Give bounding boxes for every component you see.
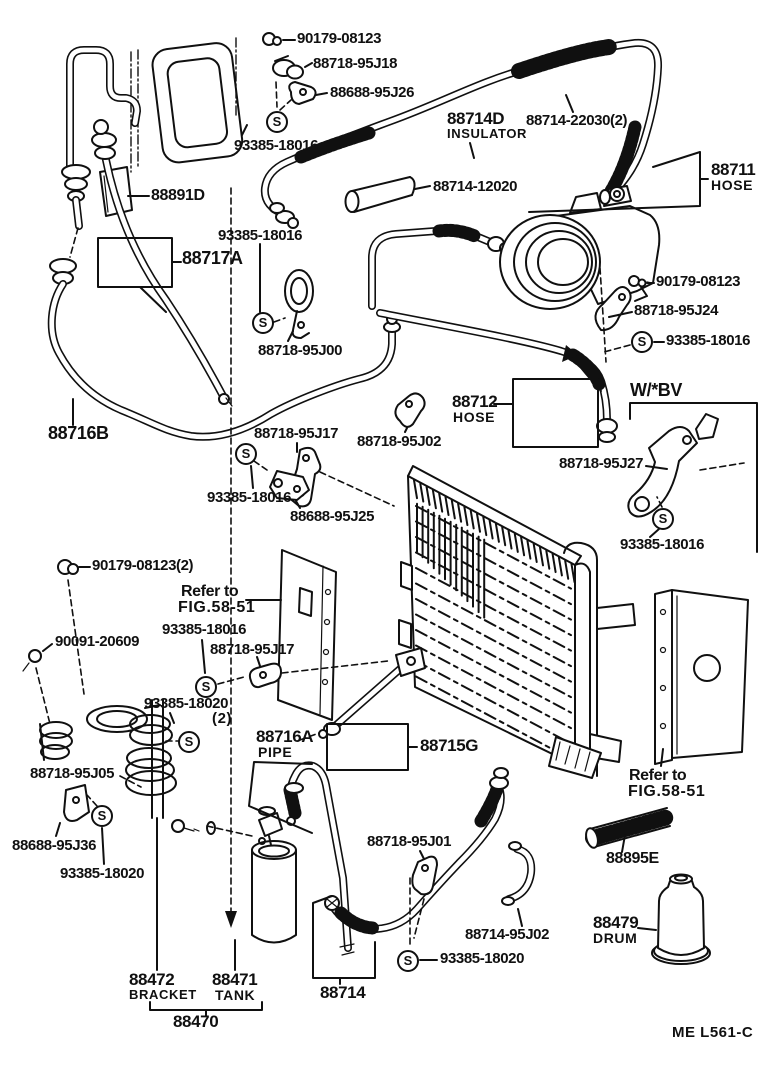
part-label-88688-95j26: 88688-95J26 xyxy=(330,84,415,101)
part-label-90091-20609: 90091-20609 xyxy=(55,633,140,650)
part-label-88714-95j02: 88714-95J02 xyxy=(465,926,550,943)
bracket-88688-95j25 xyxy=(269,470,310,501)
screw-symbol-icon: S xyxy=(178,731,200,753)
screw-symbol-icon: S xyxy=(397,950,419,972)
part-label-88714: 88714 xyxy=(320,983,366,1002)
screw-symbol-icon: S xyxy=(91,805,113,827)
part-label-88718-95j24: 88718-95J24 xyxy=(634,302,719,319)
pipe-88717a xyxy=(91,119,233,407)
bracket-88718-95j24 xyxy=(594,286,632,332)
hose-88716b xyxy=(47,280,401,441)
part-label-88714-22030-2-: 88714-22030(2) xyxy=(526,112,628,129)
hose-88711 xyxy=(260,38,663,229)
screw-symbol-icon: S xyxy=(631,331,653,353)
part-label-90179-08123: 90179-08123 xyxy=(297,30,382,47)
bracket-88718-95j27 xyxy=(627,413,719,518)
clamp-88718-95j01 xyxy=(411,855,438,896)
hose-88712 xyxy=(376,309,618,443)
tube-88714-12020 xyxy=(344,176,416,213)
part-label-88688-95j36: 88688-95J36 xyxy=(12,837,97,854)
part-label-88718-95j18: 88718-95J18 xyxy=(313,55,398,72)
callout-boxes xyxy=(97,151,758,979)
hose-88714 xyxy=(324,767,509,935)
screw-symbol-icon: S xyxy=(252,312,274,334)
clamp-88718-95j00 xyxy=(284,269,314,339)
part-label-93385-18016: 93385-18016 xyxy=(234,137,319,154)
duct-frame xyxy=(151,42,244,164)
part-label-88718-95j01: 88718-95J01 xyxy=(367,833,452,850)
part-label-90179-08123-2-: 90179-08123(2) xyxy=(92,557,194,574)
pipe-88716a xyxy=(283,761,355,956)
evaporator-pipes xyxy=(49,46,141,285)
small-clamps-top xyxy=(262,32,317,105)
suction-u-hose xyxy=(368,223,511,310)
part-label-88718-95j27: 88718-95J27 xyxy=(559,455,644,472)
part-label-93385-18020: 93385-18020 xyxy=(440,950,525,967)
part-label-93385-18020: 93385-18020 xyxy=(60,865,145,882)
condenser-inlet-pipe xyxy=(318,647,426,739)
part-label-88891d: 88891D xyxy=(151,187,205,204)
part-label-88716b: 88716B xyxy=(48,423,109,443)
screw-symbol-icon: S xyxy=(652,508,674,530)
part-label-w-bv: W/*BV xyxy=(630,380,683,400)
leader-lines xyxy=(42,39,668,1017)
centerlines xyxy=(130,37,237,173)
part-label-88718-95j02: 88718-95J02 xyxy=(357,433,442,450)
stud-88895e xyxy=(585,807,676,849)
screw-symbol-icon: S xyxy=(235,443,257,465)
part-label-88470: 88470 xyxy=(173,1012,219,1031)
part-label-93385-18016: 93385-18016 xyxy=(218,227,303,244)
bolt-90091 xyxy=(22,649,42,672)
clamp-90179-left xyxy=(57,559,79,575)
right-mount-panel xyxy=(548,589,749,779)
part-label-93385-18016: 93385-18016 xyxy=(620,536,705,553)
mount-bracket-assembly xyxy=(86,699,216,835)
variant-arrow xyxy=(562,345,602,392)
receiver-tank xyxy=(251,806,297,944)
drum-88479 xyxy=(651,873,711,965)
center-mount-plate xyxy=(277,549,337,721)
part-label-88718-95j00: 88718-95J00 xyxy=(258,342,343,359)
part-label-88715g: 88715G xyxy=(420,736,479,755)
screw-symbol-icon: S xyxy=(195,676,217,698)
figure-code: ME L561-C xyxy=(672,1024,754,1041)
condenser xyxy=(398,465,636,777)
part-label-93385-18016: 93385-18016 xyxy=(207,489,292,506)
compressor xyxy=(499,185,661,310)
part-label-93385-18016: 93385-18016 xyxy=(162,621,247,638)
hose-88714-95j02 xyxy=(501,841,536,906)
part-label-90179-08123: 90179-08123 xyxy=(656,273,741,290)
part-label-88718-95j05: 88718-95J05 xyxy=(30,765,115,782)
part-label-88717a: 88717A xyxy=(182,248,243,268)
clamp-and-bracket-bottom-left xyxy=(39,721,90,822)
part-label-88718-95j17: 88718-95J17 xyxy=(210,641,295,658)
part-label-88714-12020: 88714-12020 xyxy=(433,178,518,195)
part-label-88895e: 88895E xyxy=(606,850,659,867)
clamp-88718-95j02 xyxy=(394,392,426,428)
part-label-93385-18016: 93385-18016 xyxy=(666,332,751,349)
part-label-88688-95j25: 88688-95J25 xyxy=(290,508,375,525)
dashed-lines xyxy=(35,81,745,949)
clamp-88718-95j17-lower xyxy=(248,662,282,689)
part-label-88718-95j17: 88718-95J17 xyxy=(254,425,339,442)
part-label-93385-18020: 93385-18020(2) xyxy=(144,695,233,728)
screw-symbol-icon: S xyxy=(266,111,288,133)
